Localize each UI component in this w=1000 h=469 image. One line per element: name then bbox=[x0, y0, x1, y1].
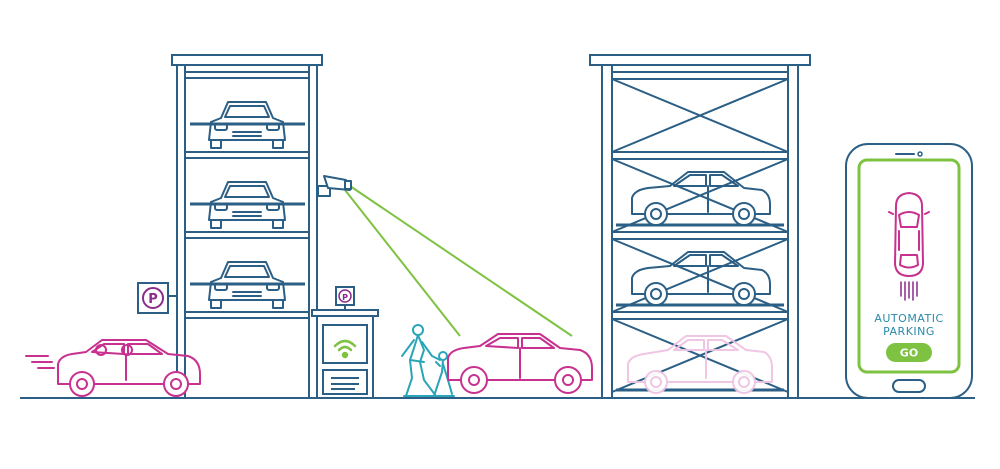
kiosk-parking-sign: P bbox=[335, 286, 355, 306]
kiosk-sign-letter: P bbox=[342, 293, 348, 302]
phone-label-line2: PARKING bbox=[883, 325, 935, 338]
arriving-car bbox=[25, 339, 201, 397]
smartphone bbox=[845, 143, 973, 399]
parking-sign-icon: P bbox=[137, 282, 177, 314]
go-button[interactable]: GO bbox=[886, 343, 932, 362]
camera-beams bbox=[344, 185, 573, 337]
target-car bbox=[447, 333, 593, 394]
phone-camera bbox=[917, 151, 923, 157]
left-parking-tower bbox=[171, 54, 323, 398]
ghost-car bbox=[627, 335, 773, 394]
person-with-child bbox=[401, 324, 455, 397]
parking-sign-letter: P bbox=[148, 292, 158, 307]
right-parking-tower bbox=[589, 54, 811, 398]
parked-car-side-1 bbox=[631, 171, 771, 226]
phone-screen bbox=[857, 158, 961, 374]
parking-kiosk bbox=[311, 306, 379, 399]
car-top-icon bbox=[888, 192, 930, 277]
home-button[interactable] bbox=[892, 379, 926, 393]
wifi-icon bbox=[333, 339, 357, 359]
security-camera-icon bbox=[317, 175, 352, 197]
parked-car-side-2 bbox=[631, 251, 771, 306]
motion-trails bbox=[900, 281, 918, 301]
phone-label-line1: AUTOMATIC bbox=[874, 312, 943, 325]
go-button-label: GO bbox=[900, 347, 918, 360]
